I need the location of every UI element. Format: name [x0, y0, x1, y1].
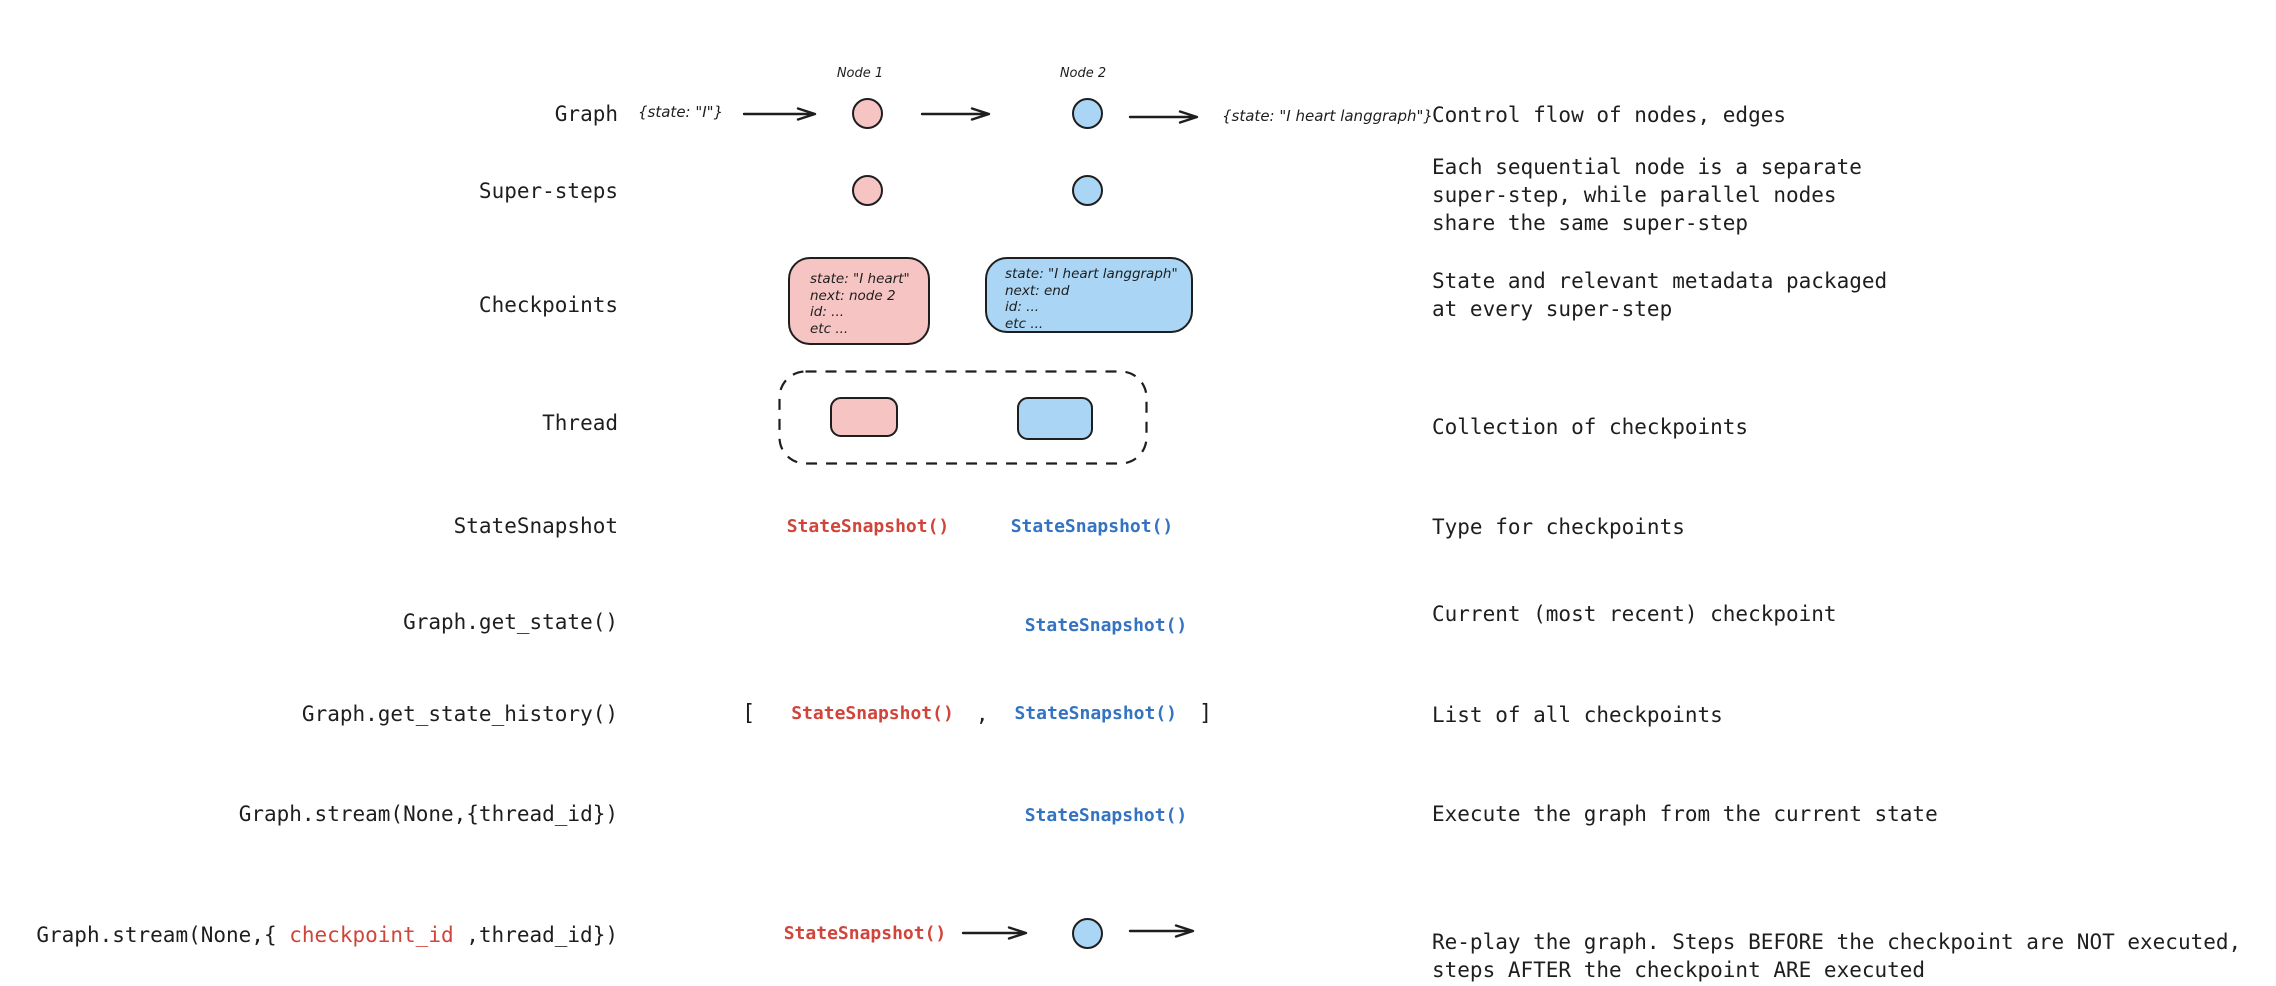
bracket-close: ]: [1199, 701, 1213, 726]
row-label-super-steps: Super-steps: [478, 179, 618, 203]
label-prefix: Graph.stream(None,{: [36, 923, 290, 947]
node-1-circle: [851, 97, 883, 129]
row-label-stream-thread: Graph.stream(None,{thread_id}): [238, 802, 618, 826]
node-2-label: Node 2: [1059, 66, 1107, 81]
row-desc-statesnapshot: Type for checkpoints: [1432, 515, 1685, 539]
history-blue-snippet: StateSnapshot(): [1014, 703, 1178, 724]
flow-arrow-icon-2: [920, 106, 992, 127]
label-suffix: ,thread_id}): [453, 923, 618, 947]
row-desc-super-steps: Each sequential node is a separate super…: [1432, 155, 1862, 235]
row-desc-thread: Collection of checkpoints: [1432, 415, 1749, 439]
node-1-label: Node 1: [836, 66, 884, 81]
thread-blue-checkpoint: [1017, 397, 1093, 440]
snapshot-red-snippet: StateSnapshot(): [786, 516, 950, 537]
row-desc-get-state-history: List of all checkpoints: [1432, 703, 1723, 727]
history-red-snippet: StateSnapshot(): [791, 703, 954, 724]
row-desc-stream-thread: Execute the graph from the current state: [1432, 802, 1938, 826]
row-desc-stream-checkpoint: Re-play the graph. Steps BEFORE the chec…: [1432, 930, 2242, 982]
snapshot-blue-snippet: StateSnapshot(): [1010, 516, 1174, 537]
flow-arrow-icon-4: [961, 925, 1029, 946]
graph-input-state: {state: "I"}: [638, 103, 724, 121]
get-state-blue-snippet: StateSnapshot(): [1024, 615, 1188, 636]
stream-blue-snippet: StateSnapshot(): [1024, 805, 1188, 826]
replay-blue-circle: [1071, 917, 1103, 949]
superstep-blue-circle: [1071, 174, 1103, 206]
row-label-stream-checkpoint: Graph.stream(None,{ checkpoint_id ,threa…: [36, 921, 618, 949]
checkpoint-pink-text: state: "I heart" next: node 2 id: ... et…: [810, 271, 910, 337]
row-label-thread: Thread: [542, 411, 618, 435]
row-desc-get-state: Current (most recent) checkpoint: [1432, 602, 1837, 626]
flow-arrow-icon-5: [1128, 923, 1196, 944]
node-2-circle: [1071, 97, 1103, 129]
row-label-get-state: Graph.get_state(): [403, 610, 618, 634]
comma-separator: ,: [975, 702, 989, 726]
flow-arrow-icon-1: [742, 106, 818, 127]
checkpoint-blue-text: state: "I heart langgraph" next: end id:…: [1005, 266, 1178, 332]
row-desc-graph: Control flow of nodes, edges: [1432, 103, 1787, 127]
history-list-group: [ StateSnapshot() , StateSnapshot() ]: [742, 700, 1212, 728]
checkpoint-blue-box: state: "I heart langgraph" next: end id:…: [985, 257, 1193, 333]
checkpoint-pink-box: state: "I heart" next: node 2 id: ... et…: [788, 257, 930, 345]
bracket-open: [: [742, 701, 756, 726]
superstep-pink-circle: [851, 174, 883, 206]
row-label-statesnapshot: StateSnapshot: [453, 514, 618, 538]
checkpoint-id-highlight: checkpoint_id: [289, 923, 454, 947]
thread-pink-checkpoint: [830, 397, 898, 437]
graph-output-state: {state: "I heart langgraph"}: [1222, 107, 1433, 125]
row-desc-checkpoints: State and relevant metadata packaged at …: [1432, 269, 1888, 321]
row-label-graph: Graph: [554, 102, 618, 126]
row-label-get-state-history: Graph.get_state_history(): [301, 702, 618, 726]
row-label-checkpoints: Checkpoints: [478, 293, 618, 317]
replay-red-snippet: StateSnapshot(): [783, 923, 947, 944]
flow-arrow-icon-3: [1128, 109, 1200, 130]
